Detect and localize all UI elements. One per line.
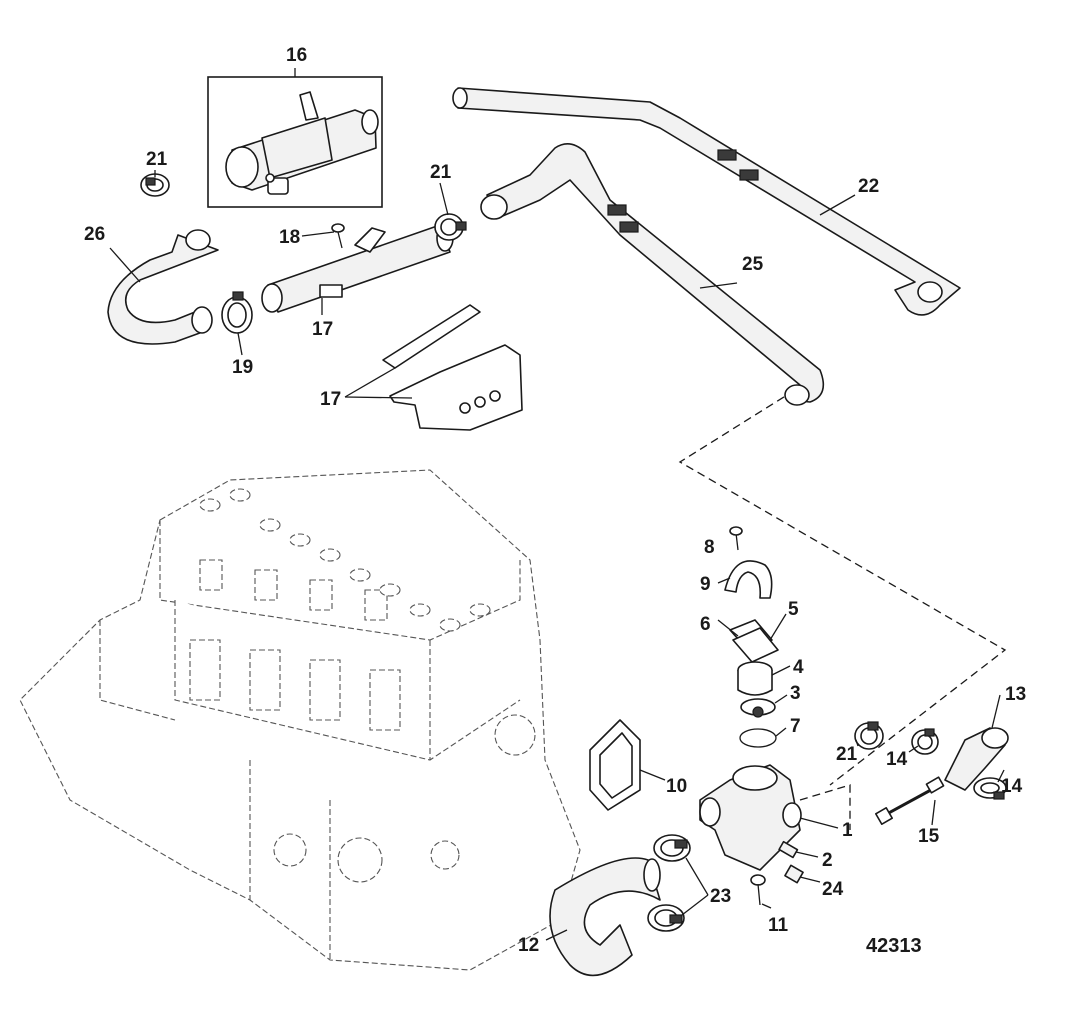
part-15-sensor [875,776,945,825]
callout-20: 19 [232,357,253,378]
part-24-sensor [784,864,804,884]
callout-17: 17 [312,319,333,340]
callout-14-upper: 14 [886,749,908,770]
callout-2: 2 [822,850,833,871]
part-8-screw [729,526,743,551]
figure-number: 42313 [866,935,922,957]
part-5-gasket [732,627,779,663]
hose-routing-line [678,389,1007,786]
callout-13: 13 [1005,684,1026,705]
callout-1: 1 [842,820,853,841]
part-12-hose [549,857,661,977]
part-10-gasket [589,719,641,811]
part-14-clamp-upper [911,728,939,755]
part-21-clamp-lower [854,721,884,750]
callout-21-upper-left: 21 [146,149,168,170]
part-20-clamp [221,291,253,334]
part-4-housing [737,661,773,696]
part-19-screw [331,223,345,249]
part-1-housing [699,764,802,871]
part-11-bolt [750,874,766,906]
part-17-fitting [261,224,454,313]
callout-3: 3 [790,683,801,704]
callout-9: 9 [700,574,711,595]
callout-7: 7 [790,716,801,737]
engine-block [19,469,581,971]
part-25-hose [480,143,825,406]
part-3-thermostat [740,698,776,718]
part-21-clamp-upper-mid [434,213,467,241]
callout-22: 22 [858,176,879,197]
sensor-routing-line [799,784,851,830]
callout-10: 10 [666,776,687,797]
part-22-hose [452,87,961,316]
callout-15: 15 [918,826,940,847]
callout-5: 5 [788,599,799,620]
callout-4: 4 [793,657,804,678]
part-2-fitting [778,840,799,859]
leader-lines [109,68,1005,941]
part-23-clamp-lower [647,904,685,932]
callout-12: 12 [518,935,539,956]
callout-23: 23 [710,886,731,907]
callout-24: 24 [822,879,844,900]
callout-6: 6 [700,614,711,635]
callout-14-lower: 14 [1001,776,1023,797]
callout-21-upper-mid: 21 [430,162,452,183]
part-14-clamp-lower [973,777,1007,800]
callout-25: 25 [742,254,764,275]
callout-8: 8 [704,537,715,558]
callout-21-lower: 21 [836,744,858,765]
part-21-clamp-upper-left [140,173,170,197]
callout-16: 16 [286,45,307,66]
callout-26: 26 [84,224,105,245]
part-16-detail-box [207,76,383,208]
callout-18: 17 [320,389,341,410]
part-9-clamp-bracket [724,560,773,599]
part-23-clamp-upper [653,834,691,862]
part-18-gasket [382,304,523,431]
part-7-o-ring [739,728,777,748]
callout-11: 11 [768,915,789,936]
part-13-elbow [944,727,1009,791]
callout-19: 18 [279,227,300,248]
part-26-hose [107,229,219,345]
